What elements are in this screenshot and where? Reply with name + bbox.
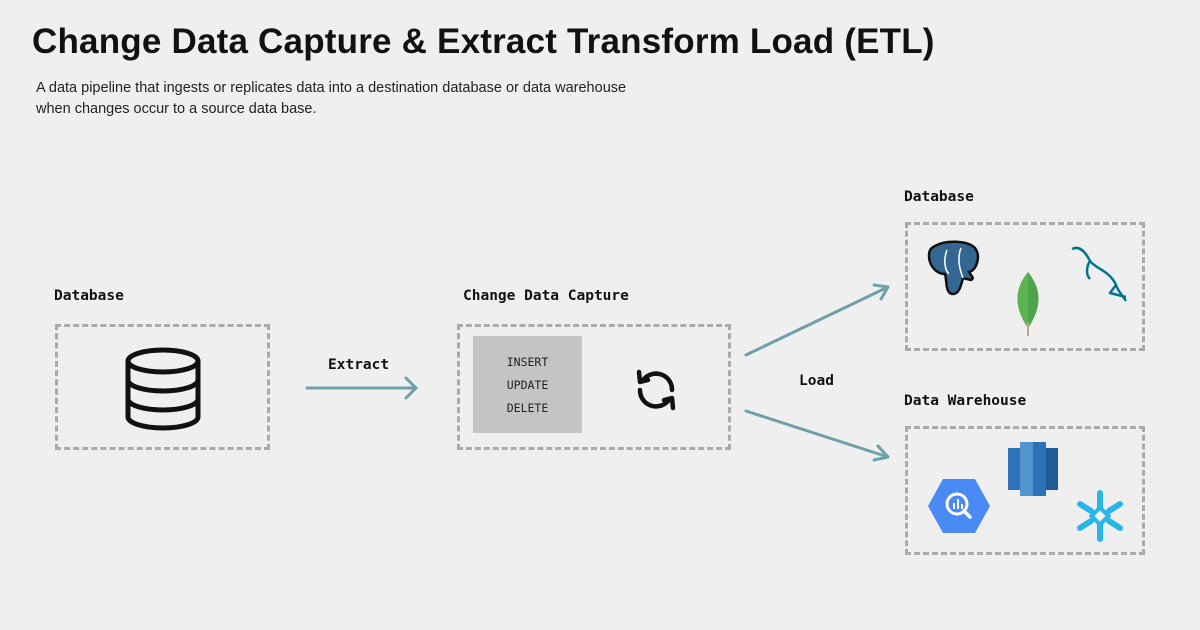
- destination-warehouse-box: [905, 426, 1145, 555]
- page-subtitle: A data pipeline that ingests or replicat…: [36, 78, 736, 120]
- snowflake-logo-icon: [1077, 490, 1123, 542]
- load-arrow-database: [744, 283, 890, 357]
- postgresql-logo-icon: [927, 240, 980, 296]
- mysql-logo-icon: [1071, 246, 1128, 302]
- mongodb-logo-icon: [1017, 272, 1039, 336]
- cdc-label: Change Data Capture: [463, 288, 629, 304]
- source-database-box: [55, 324, 270, 450]
- load-label: Load: [799, 373, 834, 389]
- extract-label: Extract: [328, 357, 390, 373]
- redshift-logo-icon: [1008, 442, 1058, 496]
- sync-icon: [636, 369, 676, 411]
- operation-insert: INSERT: [506, 354, 549, 369]
- source-database-label: Database: [54, 288, 124, 304]
- subtitle-line-2: when changes occur to a source data base…: [36, 101, 317, 117]
- page-title: Change Data Capture & Extract Transform …: [32, 22, 935, 61]
- destination-warehouse-label: Data Warehouse: [904, 393, 1027, 409]
- operation-delete: DELETE: [506, 400, 549, 415]
- bigquery-logo-icon: [928, 479, 990, 533]
- operation-update: UPDATE: [506, 377, 549, 392]
- load-arrow-warehouse: [744, 409, 890, 462]
- subtitle-line-1: A data pipeline that ingests or replicat…: [36, 80, 627, 96]
- extract-arrow: [305, 376, 418, 400]
- cdc-operations-panel: INSERT UPDATE DELETE: [473, 336, 582, 433]
- database-icon: [125, 347, 201, 431]
- cdc-box: [457, 324, 731, 450]
- destination-database-box: [905, 222, 1145, 351]
- destination-database-label: Database: [904, 189, 974, 205]
